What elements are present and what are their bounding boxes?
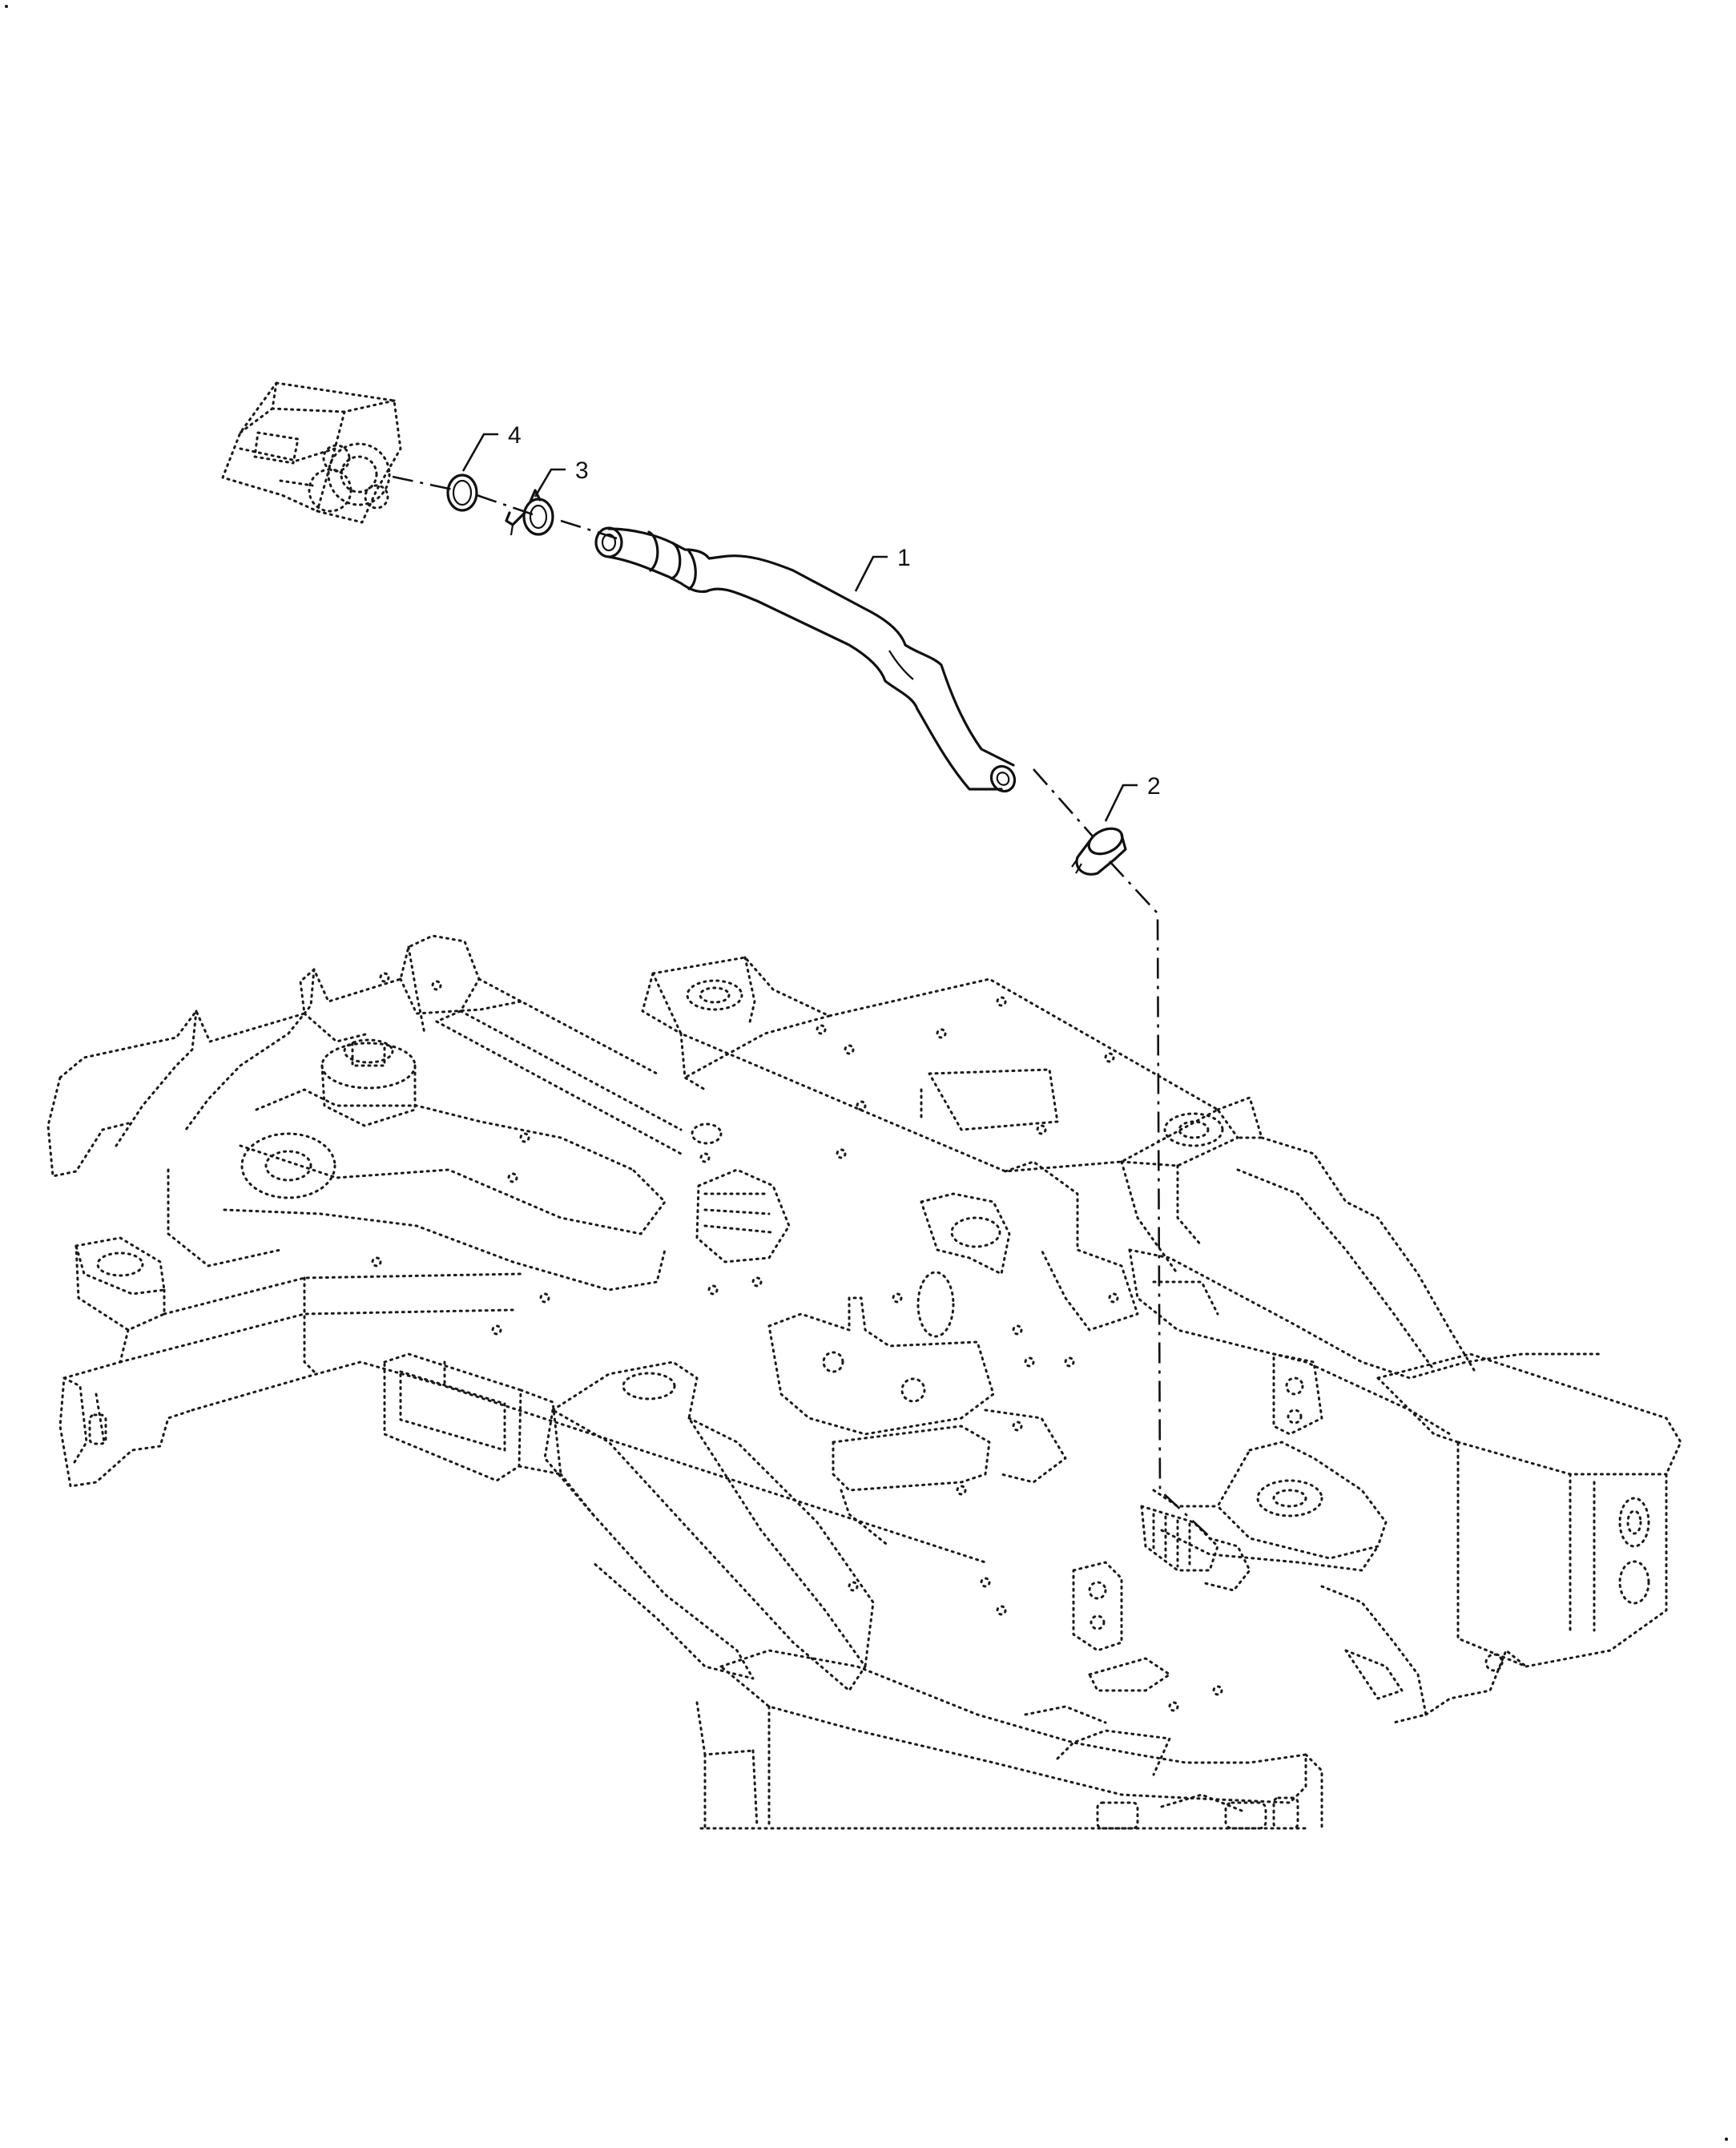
callout-3-label: 3: [575, 457, 589, 484]
hose-clamp-upper-part: [505, 489, 554, 536]
callout-2: 2: [1104, 773, 1161, 822]
callout-2-label: 2: [1147, 773, 1161, 800]
frame-phantom: [46, 934, 1682, 1830]
hose-part: [594, 526, 1017, 793]
callout-1: 1: [854, 545, 911, 592]
assembly-centerline: [392, 475, 1210, 1537]
corner-mark-top-left: [5, 5, 8, 8]
corner-mark-bottom-right: [1725, 2138, 1728, 2141]
callout-3: 3: [534, 457, 589, 498]
callout-4: 4: [461, 422, 522, 472]
seal-ring-part: [446, 474, 478, 512]
pump-phantom: [221, 381, 402, 524]
callout-1-label: 1: [897, 545, 911, 571]
callout-4-label: 4: [508, 422, 522, 449]
hose-clamp-lower-part: [1071, 827, 1127, 876]
